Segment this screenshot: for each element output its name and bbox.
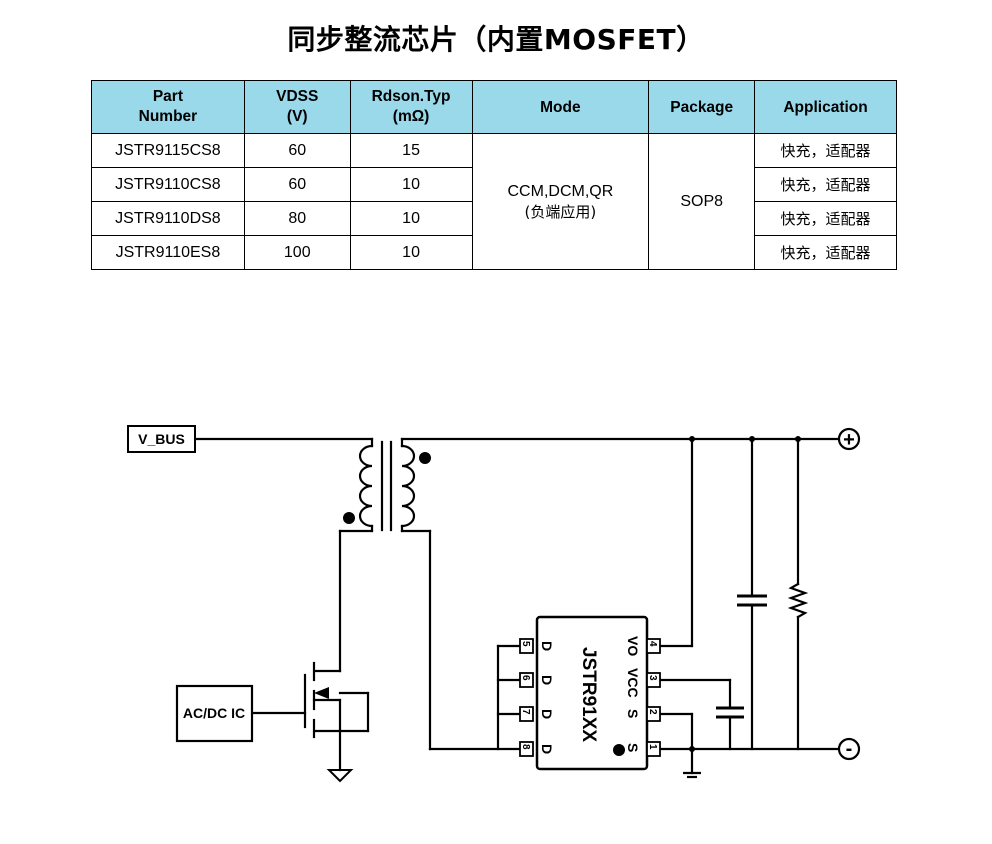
cell-part: JSTR9115CS8 [91,133,245,168]
cell-part: JSTR9110ES8 [91,235,245,270]
secondary-dot [419,452,431,464]
pin-label: VCC [625,668,641,698]
pin-label: D [539,709,555,719]
junction-dot [689,746,695,752]
secondary-winding [400,444,416,528]
cell-part: JSTR9110DS8 [91,201,245,236]
pin-label: S [625,709,641,718]
header-text: (V) [286,108,308,125]
load-resistor [787,582,809,619]
cell-application: 快充，适配器 [754,167,897,202]
mode-line2: (负端应用) [524,202,597,221]
pin-label: D [539,744,555,754]
pin-number: 8 [520,744,531,750]
pin-number: 2 [647,709,658,715]
ground-icon [326,769,354,783]
ground-icon [683,771,701,779]
pin1-marker [613,744,625,756]
junction-dot [689,436,695,442]
table-header-row: Part Number VDSS (V) Rdson.Typ (mΩ) Mode… [91,80,897,134]
primary-winding [358,444,374,528]
plus-symbol: + [843,429,855,451]
pin-label: S [625,743,641,752]
vcc-capacitor [716,706,744,719]
table-row: JSTR9110ES8 100 10 快充，适配器 [91,235,897,270]
pin-number: 7 [520,709,531,715]
table-row: JSTR9110CS8 60 10 快充，适配器 [91,167,897,202]
junction-dot [749,436,755,442]
vbus-label-box [127,425,196,453]
header-text: Part [152,88,183,105]
pin-label: VO [625,636,641,656]
header-part-number: Part Number [91,80,245,134]
pin-number: 5 [520,641,531,647]
pin-label: D [539,641,555,651]
cell-application: 快充，适配器 [754,235,897,270]
mode-line1: CCM,DCM,QR [507,182,614,200]
header-text: Number [138,108,198,125]
table-row: JSTR9110DS8 80 10 快充，适配器 [91,201,897,236]
vbus-label: V_BUS [138,431,185,447]
cell-application: 快充，适配器 [754,133,897,168]
pin-number: 3 [647,675,658,681]
header-application: Application [754,80,897,134]
acdc-ic-label: AC/DC IC [183,705,245,721]
minus-symbol: - [846,738,853,760]
chip-name: JSTR91XX [578,647,599,742]
cell-mode: CCM,DCM,QR (负端应用) [471,133,650,270]
header-text: VDSS [276,88,319,105]
table-row: JSTR9115CS8 60 15 CCM,DCM,QR (负端应用) SOP8… [91,133,897,270]
pin-number: 1 [647,744,658,750]
page-title: 同步整流芯片（内置MOSFET） [287,23,705,56]
pin-number: 6 [520,675,531,681]
cell-package: SOP8 [648,133,756,270]
header-package: Package [648,80,756,134]
header-text: (mΩ) [392,108,430,125]
cell-vdss: 100 [243,235,351,270]
right-pins: 4 3 2 1 VO VCC S S [625,636,661,757]
header-text: Rdson.Typ [371,88,451,105]
cell-vdss: 60 [243,133,351,168]
cell-rdson: 10 [349,235,473,270]
cell-rdson: 15 [349,133,473,168]
spec-table: Part Number VDSS (V) Rdson.Typ (mΩ) Mode… [91,80,897,270]
pin-number: 4 [647,641,658,647]
chip-body [535,615,649,771]
left-pins: 5 6 7 8 D D D D [519,638,555,757]
minus-terminal [837,737,861,761]
acdc-ic-box [175,684,254,743]
cell-vdss: 80 [243,201,351,236]
cell-rdson: 10 [349,201,473,236]
output-capacitor [737,594,767,607]
header-rdson: Rdson.Typ (mΩ) [349,80,473,134]
pin-label: D [539,675,555,685]
junction-dot [795,436,801,442]
primary-dot [343,512,355,524]
mosfet-arrow [314,687,329,699]
plus-terminal [837,427,861,451]
